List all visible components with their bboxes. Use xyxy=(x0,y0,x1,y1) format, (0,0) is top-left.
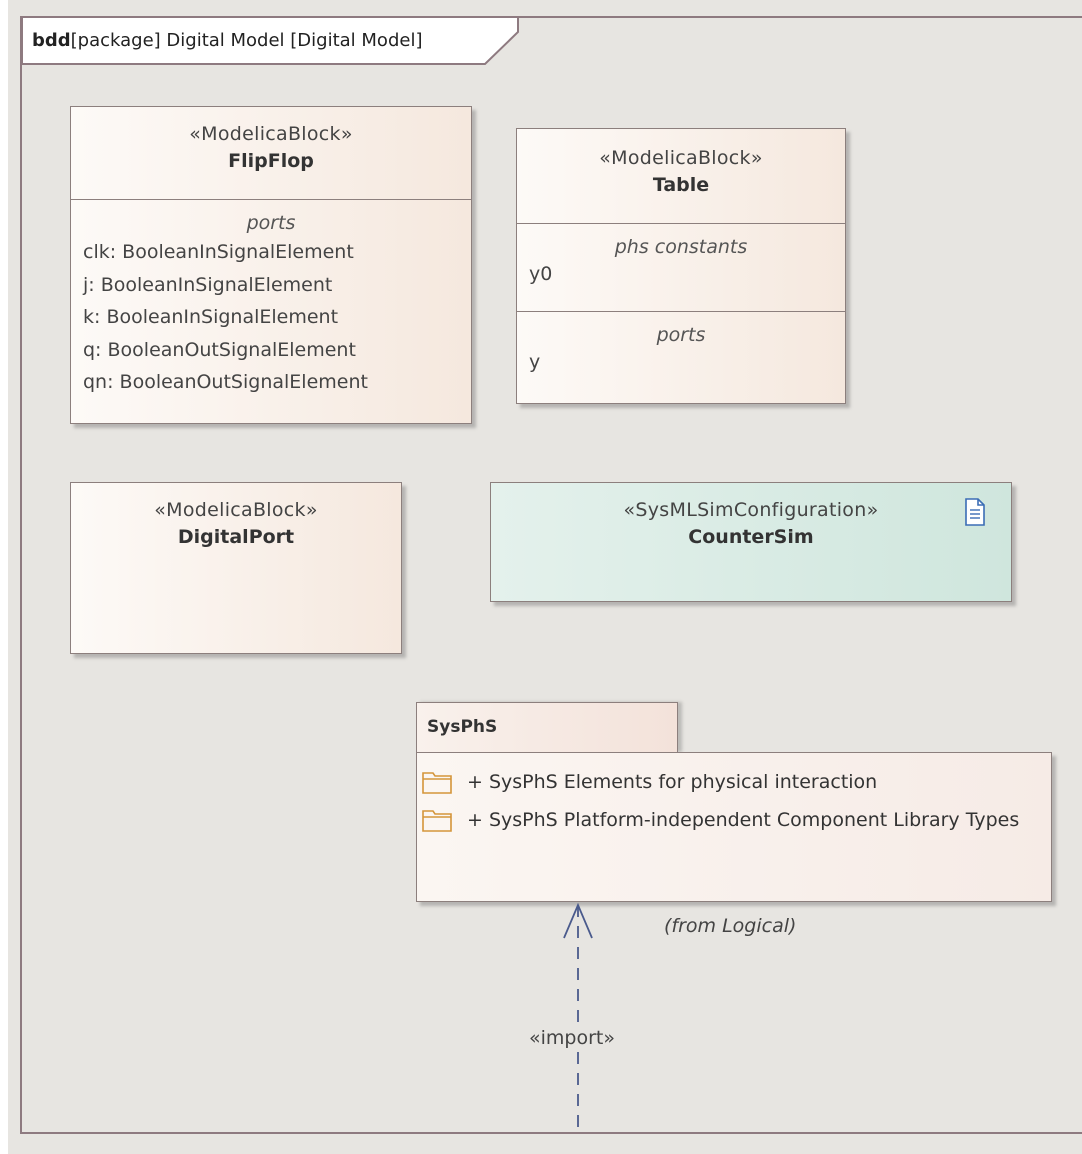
block-stereotype: «ModelicaBlock» xyxy=(189,123,353,145)
block-flipflop[interactable]: «ModelicaBlock» FlipFlop ports clk: Bool… xyxy=(70,106,472,424)
block-digitalport[interactable]: «ModelicaBlock» DigitalPort xyxy=(70,482,402,654)
compartment-title: ports xyxy=(656,324,706,346)
block-stereotype: «SysMLSimConfiguration» xyxy=(623,499,879,521)
frame-label-tab xyxy=(21,18,519,65)
port-item: y xyxy=(529,351,541,373)
ports-compartment: ports clk: BooleanInSignalElement j: Boo… xyxy=(71,199,471,399)
compartment-title: phs constants xyxy=(614,236,748,258)
frame-kind: bdd xyxy=(32,30,71,51)
port-item: qn: BooleanOutSignalElement xyxy=(83,371,368,393)
block-stereotype: «ModelicaBlock» xyxy=(599,147,763,169)
block-name: FlipFlop xyxy=(228,150,314,172)
package-item-label: + SysPhS Platform-independent Component … xyxy=(467,809,1020,831)
block-table[interactable]: «ModelicaBlock» Table phs constants y0 p… xyxy=(516,128,846,404)
port-item: k: BooleanInSignalElement xyxy=(83,306,339,328)
package-item-label: + SysPhS Elements for physical interacti… xyxy=(467,771,878,793)
diagram-frame xyxy=(20,16,1082,1134)
block-countersim[interactable]: «SysMLSimConfiguration» CounterSim xyxy=(490,482,1012,602)
block-name: DigitalPort xyxy=(177,526,295,548)
package-tab[interactable]: SysPhS xyxy=(416,702,678,752)
port-item: q: BooleanOutSignalElement xyxy=(83,338,356,361)
import-label: «import» xyxy=(529,1027,615,1049)
constant-item: y0 xyxy=(529,263,553,285)
block-name: CounterSim xyxy=(688,526,814,548)
frame-title: [package] Digital Model [Digital Model] xyxy=(70,30,423,51)
package-body[interactable]: + SysPhS Elements for physical interacti… xyxy=(416,752,1052,902)
block-name: Table xyxy=(652,174,710,196)
folder-icon xyxy=(422,772,452,794)
port-item: j: BooleanInSignalElement xyxy=(83,273,333,296)
package-name: SysPhS xyxy=(427,717,498,737)
block-stereotype: «ModelicaBlock» xyxy=(154,499,318,521)
document-icon xyxy=(965,498,985,526)
constants-compartment: phs constants y0 xyxy=(517,223,845,311)
from-note: (from Logical) xyxy=(664,915,797,937)
ports-compartment: ports y xyxy=(517,311,845,379)
compartment-title: ports xyxy=(246,212,296,234)
frame-label: bdd[package] Digital Model [Digital Mode… xyxy=(22,18,422,64)
package-item[interactable]: + SysPhS Platform-independent Component … xyxy=(421,803,1019,837)
package-item[interactable]: + SysPhS Elements for physical interacti… xyxy=(421,765,877,799)
folder-icon xyxy=(422,810,452,832)
port-item: clk: BooleanInSignalElement xyxy=(83,241,354,263)
